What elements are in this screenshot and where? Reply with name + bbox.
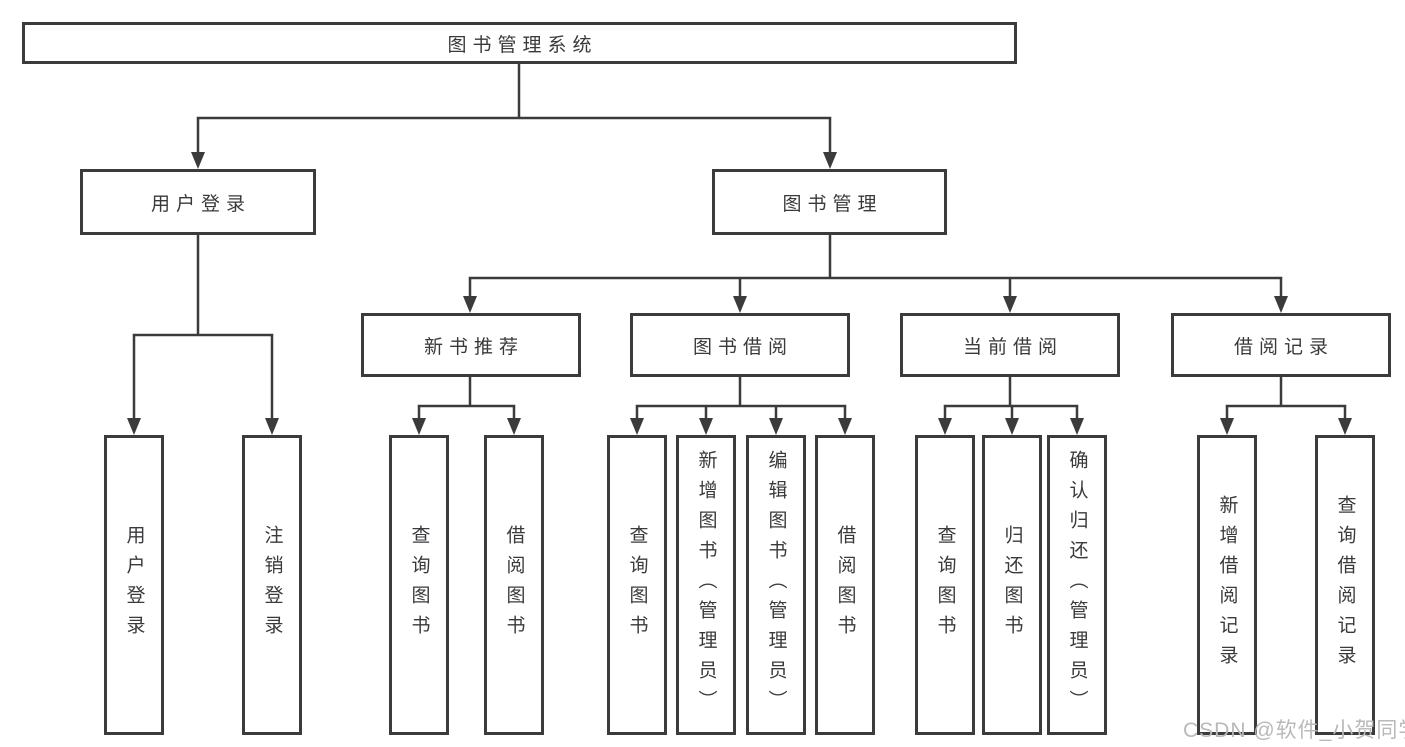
leaf-return-books: 归还图书 xyxy=(982,435,1042,735)
node-book-management: 图书管理 xyxy=(712,169,947,235)
leaf-logout: 注销登录 xyxy=(242,435,302,735)
leaf-user-login: 用户登录 xyxy=(104,435,164,735)
arrowheads xyxy=(127,152,1352,435)
leaf-add-books-admin: 新增图书（管理员） xyxy=(676,435,736,735)
leaf-edit-books-admin: 编辑图书（管理员） xyxy=(746,435,806,735)
leaf-confirm-return-admin: 确认归还（管理员） xyxy=(1047,435,1107,735)
leaf-query-borrow-record: 查询借阅记录 xyxy=(1315,435,1375,735)
node-current-borrowing: 当前借阅 xyxy=(900,313,1120,377)
leaf-borrow-books: 借阅图书 xyxy=(815,435,875,735)
node-user-login: 用户登录 xyxy=(80,169,316,235)
csdn-watermark: CSDN @软件_小贺同学 xyxy=(1183,719,1405,742)
leaf-query-books-recommend: 查询图书 xyxy=(389,435,449,735)
node-borrowing-records: 借阅记录 xyxy=(1171,313,1391,377)
node-new-book-recommendation: 新书推荐 xyxy=(361,313,581,377)
leaf-add-borrow-record: 新增借阅记录 xyxy=(1197,435,1257,735)
node-book-borrowing: 图书借阅 xyxy=(630,313,850,377)
leaf-query-books-borrow: 查询图书 xyxy=(607,435,667,735)
leaf-borrow-books-recommend: 借阅图书 xyxy=(484,435,544,735)
node-library-management-system: 图书管理系统 xyxy=(22,22,1017,64)
leaf-query-books-current: 查询图书 xyxy=(915,435,975,735)
